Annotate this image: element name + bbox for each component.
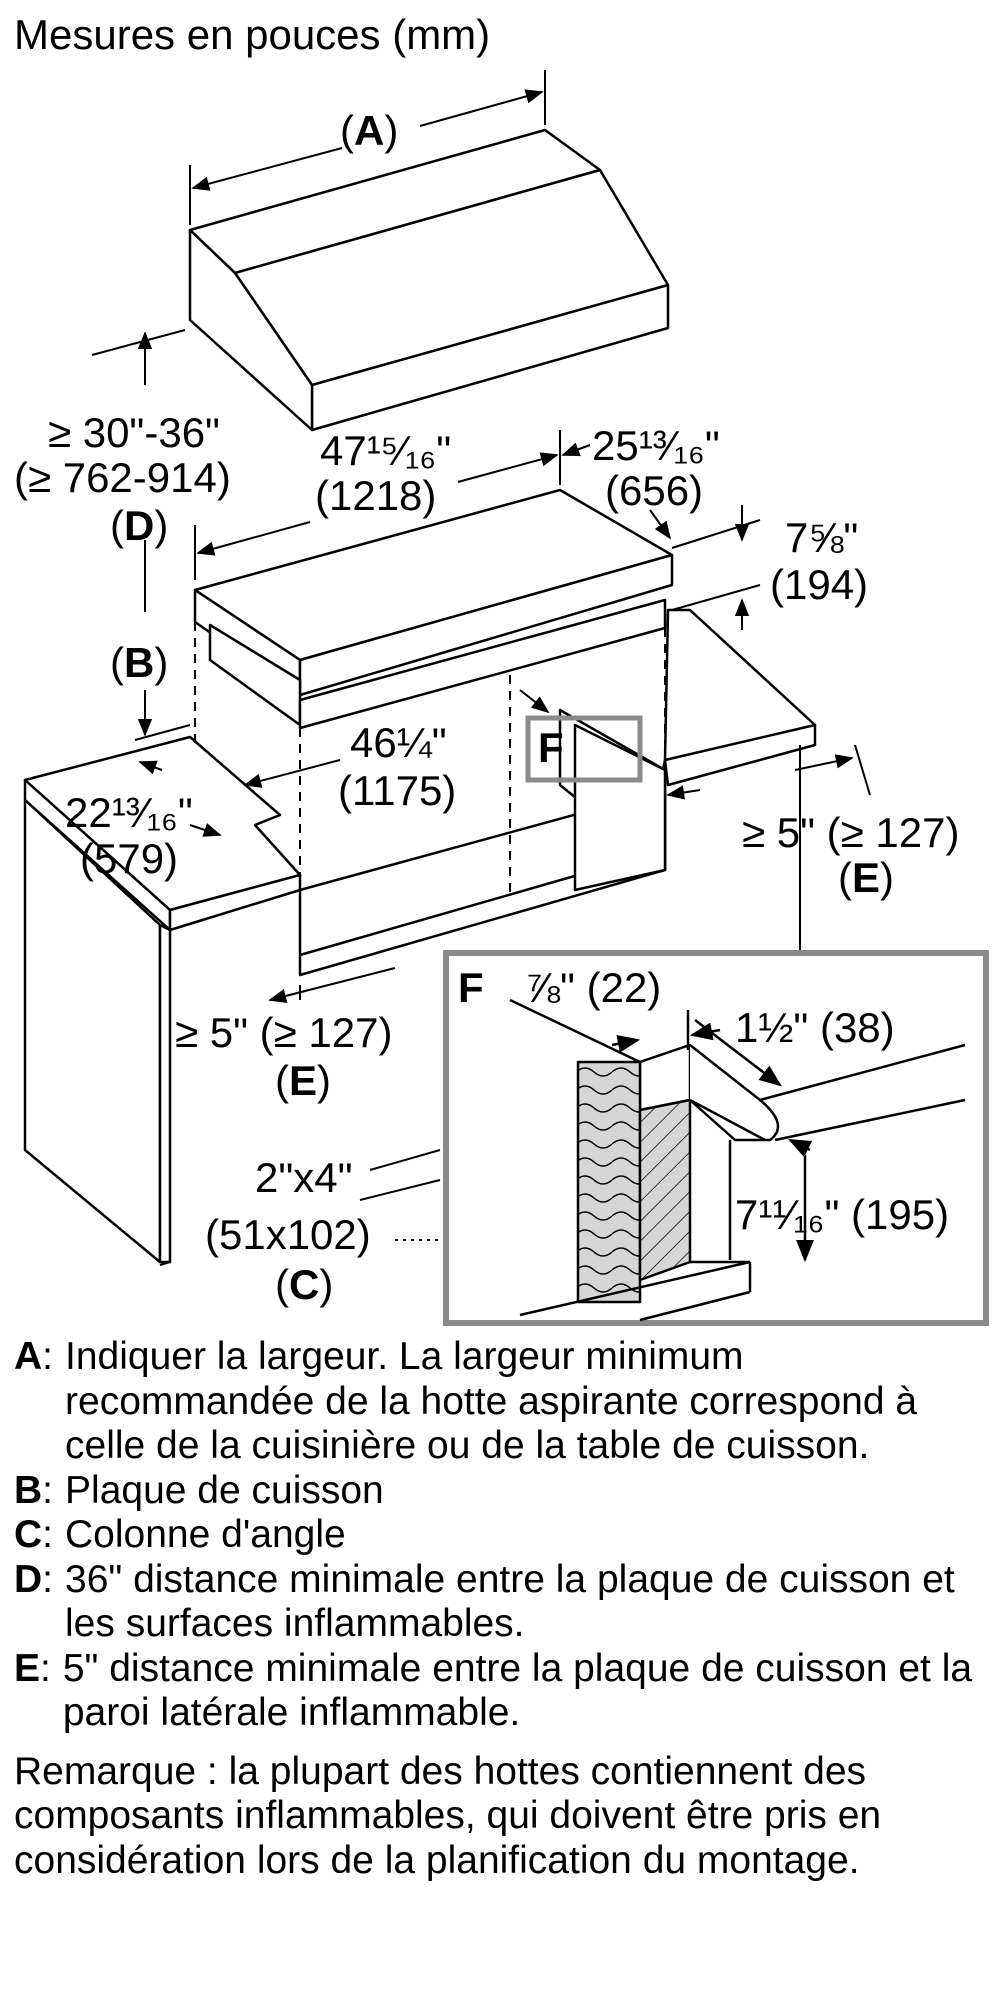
- dim-hood-depth-mm: (656): [605, 467, 704, 514]
- label-b: B: [124, 639, 155, 686]
- detail-f-dim-height: 7¹¹⁄₁₆" (195): [735, 1191, 950, 1238]
- detail-f-dim-thickness: ⅞" (22): [525, 964, 662, 1011]
- dim-side-depth-in: 22¹³⁄₁₆": [65, 789, 193, 836]
- label-e-left-group: (E): [275, 1057, 332, 1104]
- label-b-group: (B): [110, 639, 169, 686]
- dim-hood-width-in: 47¹⁵⁄₁₆": [320, 427, 452, 474]
- legend-text-b: Plaque de cuisson: [65, 1468, 384, 1512]
- detail-f-drawing: [509, 998, 966, 1322]
- dim-hood-height-mm: (194): [770, 561, 869, 608]
- legend-key-c: C: [14, 1513, 43, 1556]
- label-d: D: [124, 502, 155, 549]
- page-title: Mesures en pouces (mm): [14, 11, 491, 58]
- hidden-lines: [194, 622, 666, 895]
- cabinet-structure: [23, 608, 817, 1264]
- legend-item-d: D: 36" distance minimale entre la plaque…: [14, 1558, 989, 1647]
- detail-f-label: F: [458, 964, 484, 1011]
- dim-d-lines: [91, 329, 191, 741]
- label-e-right: E: [852, 854, 881, 901]
- label-a: A: [354, 107, 385, 154]
- label-f-small: F: [538, 724, 564, 771]
- legend-text-e: 5" distance minimale entre la plaque de …: [62, 1646, 973, 1735]
- dim-e-right-lines: [664, 744, 871, 950]
- dim-a-lines: [189, 70, 546, 225]
- remark-note: Remarque : la plupart des hottes contien…: [14, 1749, 882, 1882]
- dim-e-left: ≥ 5" (≥ 127): [175, 1009, 393, 1056]
- legend-key-b: B: [14, 1468, 43, 1512]
- legend-key-d: D: [14, 1557, 43, 1601]
- dim-side-depth-mm: (579): [80, 835, 179, 882]
- dim-hood-height-in: 7⅝": [785, 514, 859, 561]
- f-highlight-box: [525, 715, 643, 783]
- legend-item-a: A: Indiquer la largeur. La largeur minim…: [14, 1335, 989, 1469]
- dim-inner-lines: [138, 689, 550, 1003]
- dim-hood-width-mm: (1218): [315, 472, 437, 519]
- label-c: C: [289, 1261, 320, 1308]
- legend: A: Indiquer la largeur. La largeur minim…: [14, 1335, 989, 1883]
- legend-item-b: B: Plaque de cuisson: [14, 1469, 989, 1514]
- dim-hood-lines: [194, 430, 761, 630]
- hood-lower: [193, 488, 674, 730]
- legend-item-e: E: 5" distance minimale entre la plaque …: [14, 1647, 989, 1736]
- legend-text-c: Colonne d'angle: [65, 1513, 346, 1556]
- label-d-group: (D): [110, 502, 169, 549]
- legend-item-c: C: Colonne d'angle: [14, 1513, 989, 1558]
- dim-inner-width-in: 46¼": [350, 719, 447, 766]
- legend-text-d: 36" distance minimale entre la plaque de…: [65, 1557, 955, 1646]
- dim-e-right: ≥ 5" (≥ 127): [742, 809, 960, 856]
- label-a-group: (A): [340, 107, 399, 154]
- hood-top: [188, 128, 670, 432]
- detail-f-dim-depth: 1½" (38): [735, 1004, 895, 1051]
- dim-stud-mm: (51x102): [205, 1211, 371, 1258]
- dim-d-inches: ≥ 30"-36": [48, 409, 220, 456]
- dim-d-mm: (≥ 762-914): [14, 454, 231, 501]
- label-e-right-group: (E): [838, 854, 895, 901]
- legend-text-a: Indiquer la largeur. La largeur minimum …: [65, 1335, 918, 1467]
- label-e-left: E: [289, 1057, 318, 1104]
- dim-stud-in: 2"x4": [255, 1154, 353, 1201]
- label-c-group: (C): [275, 1261, 334, 1308]
- legend-key-e: E: [14, 1646, 41, 1690]
- dim-inner-width-mm: (1175): [338, 767, 457, 814]
- legend-key-a: A: [14, 1335, 43, 1378]
- dim-hood-depth-in: 25¹³⁄₁₆": [592, 422, 720, 469]
